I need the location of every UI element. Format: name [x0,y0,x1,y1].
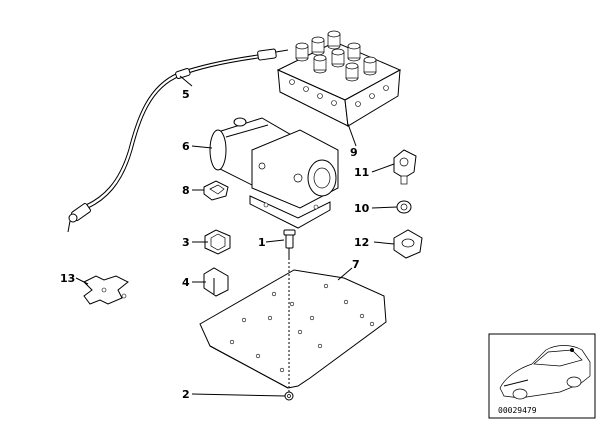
callout-leaders [75,75,398,397]
reference-code: 00029479 [498,406,537,415]
part-12-damper [393,229,423,259]
callout-8: 8 [182,184,190,197]
car-illustration [499,345,591,400]
cable-part [67,48,289,233]
part-4-holder [203,267,229,297]
part-2-nut [284,391,294,401]
part-13-cross-bracket [83,275,129,305]
callout-11: 11 [354,166,369,179]
callout-2: 2 [182,388,190,401]
part-1-pin [283,229,296,258]
callout-labels: 5 6 8 3 1 4 2 13 7 9 11 10 12 [60,88,370,401]
part-3-bracket [204,229,231,255]
callout-9: 9 [350,146,358,159]
callout-7: 7 [352,258,360,271]
callout-1: 1 [258,236,266,249]
part-10-grommet [396,200,412,214]
cable-end-fitting [67,203,91,233]
vehicle-thumbnail: 00029479 [488,333,596,419]
callout-12: 12 [354,236,369,249]
callout-6: 6 [182,140,190,153]
valve-cylinders [295,30,377,82]
callout-10: 10 [354,202,370,215]
base-plate-part [199,269,387,389]
callout-13: 13 [60,272,75,285]
pump-motor-part [209,117,339,229]
callout-4: 4 [182,276,190,289]
callout-3: 3 [182,236,190,249]
callout-5: 5 [182,88,190,101]
part-8-clip [203,180,229,201]
part-11-connector [393,149,417,185]
valve-block-part [276,30,402,127]
